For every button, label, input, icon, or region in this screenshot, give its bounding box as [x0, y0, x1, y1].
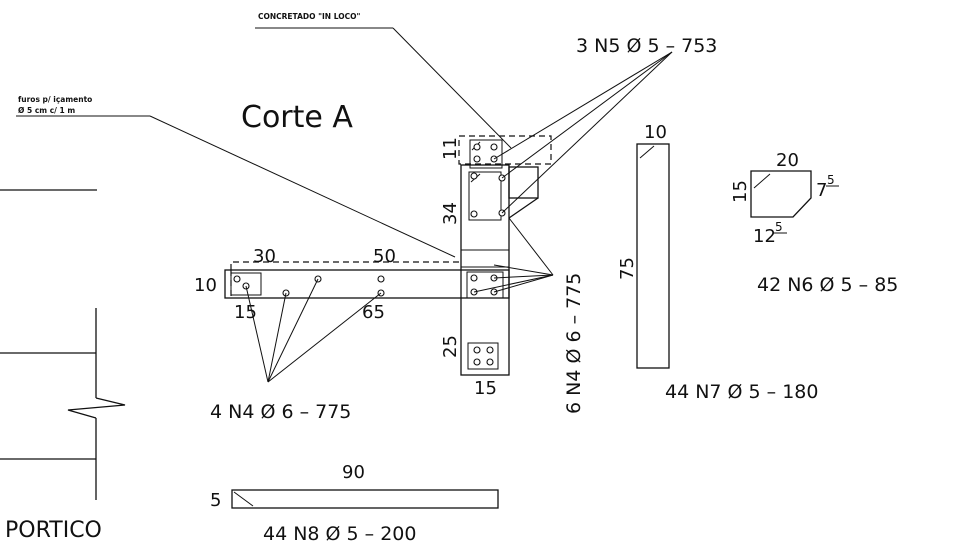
dim-top-block: 11 — [440, 137, 461, 160]
cast-in-place-note: CONCRETADO "IN LOCO" — [255, 12, 512, 149]
n8-detail: 90 5 44 N8 Ø 5 – 200 — [210, 462, 499, 545]
lifting-holes-label-2: Ø 5 cm c/ 1 m — [18, 106, 75, 115]
dim-flange-bottom: 65 — [362, 302, 385, 323]
dim-flange-height: 10 — [194, 275, 217, 296]
dim-web-height: 34 — [440, 202, 461, 225]
n6-shape — [750, 170, 812, 218]
dim-n6-bottom-sup: 5 — [775, 220, 783, 234]
lifting-holes-label-1: furos p/ içamento — [18, 95, 92, 104]
dim-n6-right: 7 — [816, 180, 827, 201]
dim-flange-left-top: 30 — [253, 246, 276, 267]
rebar-label-n5: 3 N5 Ø 5 – 753 — [576, 35, 717, 57]
horizontal-flange — [224, 269, 510, 299]
rebar-label-n8: 44 N8 Ø 5 – 200 — [263, 523, 416, 545]
rebar-label-n7: 44 N7 Ø 5 – 180 — [665, 381, 818, 403]
dim-n6-top: 20 — [776, 150, 799, 171]
lifting-holes-note: furos p/ içamento Ø 5 cm c/ 1 m — [16, 95, 456, 258]
n7-detail: 10 75 44 N7 Ø 5 – 180 — [617, 122, 818, 403]
n7-shape — [636, 143, 670, 369]
portico-fragment: PORTICO — [0, 189, 126, 543]
dim-n6-right-sup: 5 — [827, 173, 835, 187]
stirrup-flange-end — [230, 272, 262, 296]
rebar-label-n4-vertical: 6 N4 Ø 6 – 775 — [563, 273, 585, 414]
dim-bottom-block: 25 — [440, 335, 461, 358]
dim-n8-length: 90 — [342, 462, 365, 483]
dim-n8-height: 5 — [210, 490, 221, 511]
dim-flange-left-bottom: 15 — [234, 302, 257, 323]
cast-in-place-zone-top — [458, 135, 552, 165]
cross-section: 11 34 25 15 10 15 30 50 65 — [194, 51, 673, 399]
section-title: Corte A — [241, 100, 353, 135]
cast-in-place-zone-flange — [230, 261, 461, 270]
rebar-label-n4-bottom: 4 N4 Ø 6 – 775 — [210, 401, 351, 423]
portico-label: PORTICO — [5, 518, 102, 543]
dim-column-width: 15 — [474, 378, 497, 399]
stirrup-flange-junction — [466, 271, 504, 299]
n8-shape — [231, 489, 499, 509]
stirrup-upper — [468, 171, 502, 221]
n6-detail: 20 15 7 5 12 5 42 N6 Ø 5 – 85 — [730, 150, 898, 296]
cast-in-place-label: CONCRETADO "IN LOCO" — [258, 12, 360, 21]
dim-flange-top: 50 — [373, 246, 396, 267]
top-bracket — [508, 166, 539, 199]
dim-n7-width: 10 — [644, 122, 667, 143]
rebar-label-n6: 42 N6 Ø 5 – 85 — [757, 274, 898, 296]
dim-n6-height: 15 — [730, 180, 751, 203]
stirrup-bottom — [467, 342, 499, 370]
dim-n6-bottom: 12 — [753, 226, 776, 247]
dim-n7-height: 75 — [617, 257, 638, 280]
